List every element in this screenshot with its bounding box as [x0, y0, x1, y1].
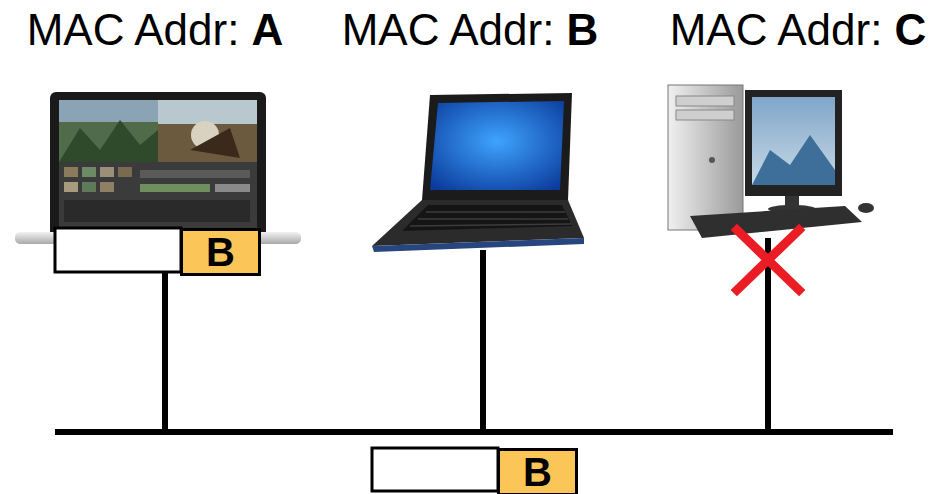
address-letter: B — [206, 232, 235, 272]
laptop-a — [15, 92, 301, 244]
laptop-b — [372, 93, 584, 252]
blocked-mark — [737, 230, 799, 290]
frame-header — [55, 228, 181, 272]
mac-address-label: MAC Addr: B — [342, 6, 599, 54]
destination-field: B — [497, 448, 578, 494]
frame-header — [372, 448, 498, 491]
mac-address-label: MAC Addr: A — [27, 6, 284, 54]
desktop-c — [668, 85, 874, 238]
destination-field: B — [180, 228, 261, 276]
address-letter: B — [523, 452, 552, 492]
mac-address-label: MAC Addr: C — [670, 6, 927, 54]
